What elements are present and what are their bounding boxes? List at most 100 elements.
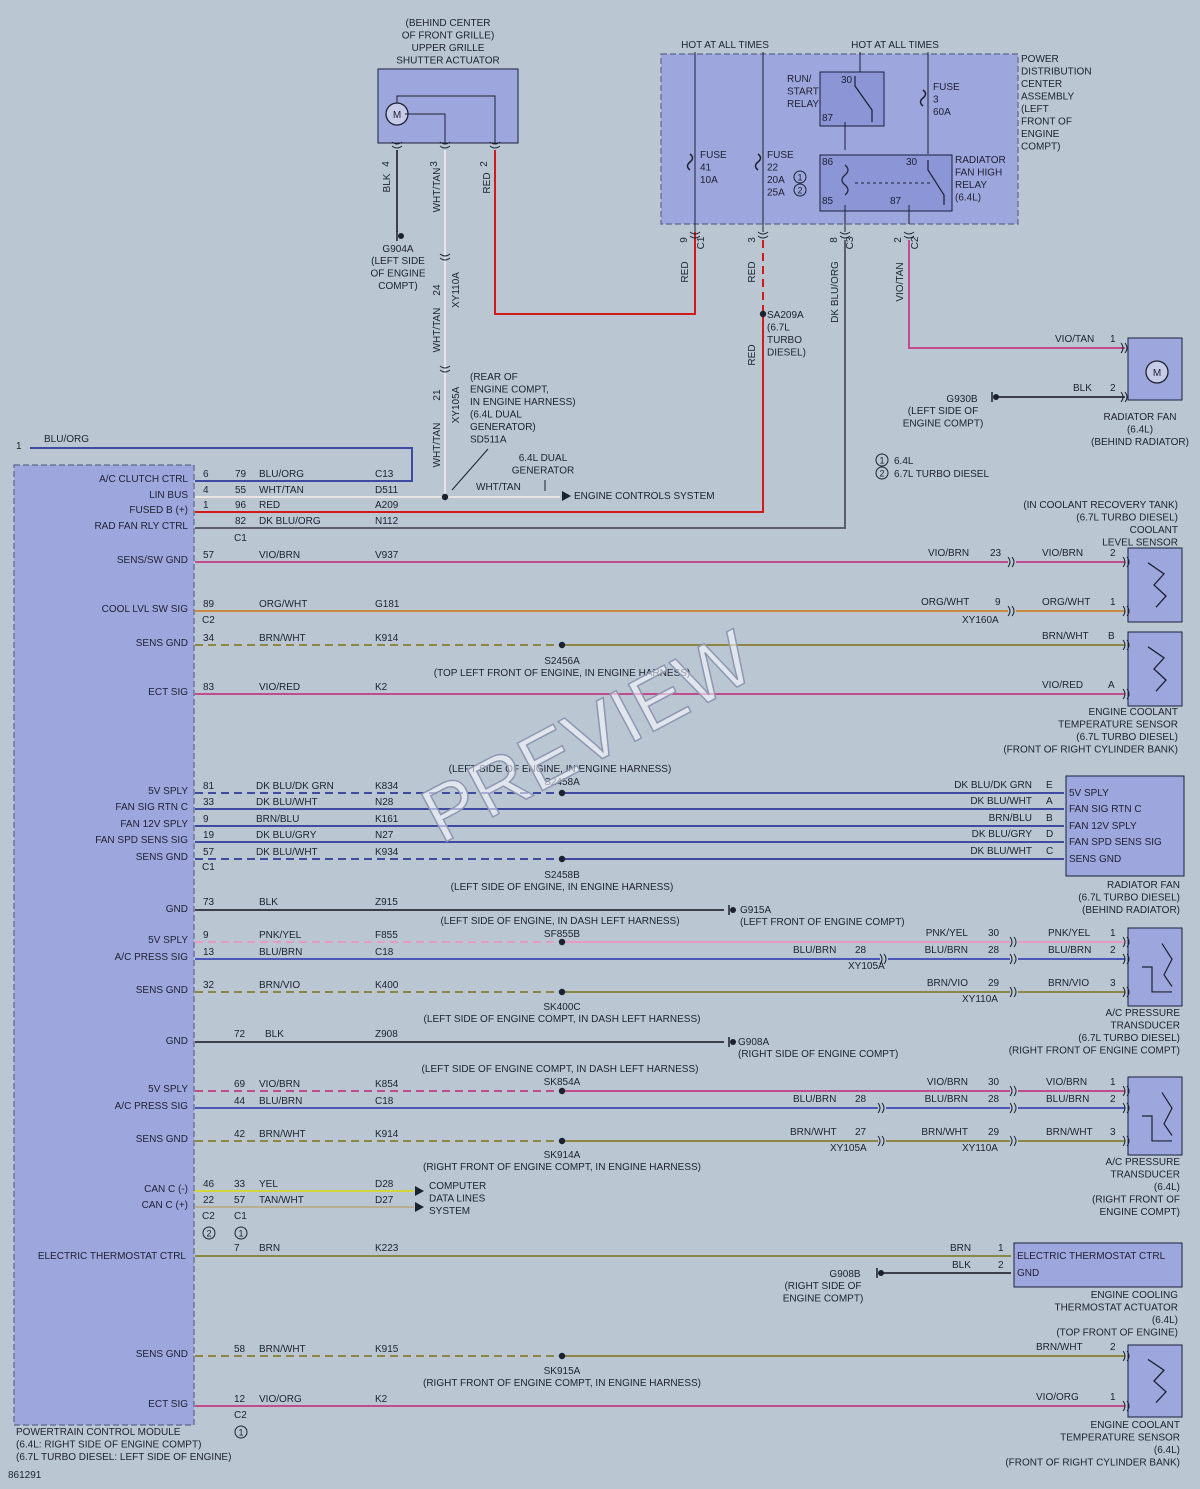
wire-color-label: BLU/BRN xyxy=(259,1096,302,1107)
blk-label: BLK xyxy=(1073,383,1092,394)
relay-coil-icon xyxy=(841,164,849,196)
whttan-label: WHT/TAN xyxy=(432,308,443,353)
rad-fan-rly-ctrl-wire xyxy=(195,240,846,529)
xy105a-label: XY105A xyxy=(848,961,885,972)
sk854a-splice-dot xyxy=(558,1087,566,1095)
grille-pin-connector xyxy=(391,141,403,145)
fan-relay-label: RELAY xyxy=(955,180,987,191)
circuit-label: F855 xyxy=(375,930,398,941)
grille-whttan-label: WHT/TAN xyxy=(432,168,443,213)
sd511a-splice-note: (6.4L DUAL xyxy=(470,410,522,421)
xy110a-connector xyxy=(439,253,451,257)
xy160a-connector xyxy=(1011,556,1015,568)
grille-pin: 3 xyxy=(429,161,440,167)
radiator-fan-motor-icon: M xyxy=(1153,368,1161,379)
pdc-connector xyxy=(903,235,915,239)
s2458b-splice-dot xyxy=(558,855,566,863)
s2456a-note: (TOP LEFT FRONT OF ENGINE, IN ENGINE HAR… xyxy=(434,668,691,679)
ac-transducer-67-box xyxy=(1161,943,1173,987)
wire-color-label: DK BLU/GRY xyxy=(972,829,1033,840)
wire-color-label: ORG/WHT xyxy=(1042,597,1090,608)
g908b-label: G908B xyxy=(829,1269,860,1280)
fan-box-pin-label: SENS GND xyxy=(1069,854,1121,865)
circuit-label: K854 xyxy=(375,1079,399,1090)
vio-tan-wire xyxy=(908,240,1125,349)
sa209a-splice-note: SA209A xyxy=(767,310,804,321)
ac-transducer-67-box xyxy=(1127,927,1183,1007)
wire-color-label: DK BLU/WHT xyxy=(970,846,1032,857)
pin-label: 34 xyxy=(203,633,215,644)
xy105a-connector xyxy=(883,953,887,965)
run-start-relay-label: START xyxy=(787,87,819,98)
pin-label: 22 xyxy=(203,1195,215,1206)
vio-tan-label: VIO/TAN xyxy=(1055,334,1094,345)
xy105a-label: XY105A xyxy=(451,386,462,423)
sensor-connector xyxy=(1126,1350,1130,1362)
wire-color-label: DK BLU/GRY xyxy=(256,830,317,841)
xy105a-connector xyxy=(881,1135,885,1147)
grille-motor-icon: M xyxy=(393,110,401,121)
ac-transducer-67-title: (RIGHT FRONT OF ENGINE COMPT) xyxy=(1009,1046,1180,1057)
sk915a-splice-dot xyxy=(558,1352,566,1360)
xy110a-connector xyxy=(1009,1085,1013,1097)
circuit-label: V937 xyxy=(375,550,399,561)
g904a-note: (LEFT SIDE xyxy=(371,256,425,267)
s2458b-note: (LEFT SIDE OF ENGINE, IN ENGINE HARNESS) xyxy=(451,882,674,893)
wire-color-label: VIO/ORG xyxy=(259,1394,302,1405)
pcm-pin-label: CAN C (-) xyxy=(144,1184,188,1195)
red-wire-label: RED xyxy=(747,261,758,282)
wire-color-label: BLU/BRN xyxy=(925,945,968,956)
sensor-connector xyxy=(1122,1350,1126,1362)
pdc-connector xyxy=(757,231,769,235)
pin-label: 1 xyxy=(1110,928,1116,939)
coolant-level-sensor-title: (IN COOLANT RECOVERY TANK) xyxy=(1023,500,1178,511)
xy105a-label: XY105A xyxy=(830,1143,867,1154)
circuit-label: N28 xyxy=(375,797,394,808)
grille-pin: 4 xyxy=(381,161,392,167)
ect-64-title: (FRONT OF RIGHT CYLINDER BANK) xyxy=(1005,1458,1180,1469)
fuse-icon xyxy=(919,89,927,107)
ect-64-sensor-box xyxy=(1127,1344,1183,1418)
pin-label: 96 xyxy=(235,500,247,511)
pcm-module-box xyxy=(13,464,195,1426)
pin-label: 2 xyxy=(1110,1094,1116,1105)
pcm-pin-label: ECT SIG xyxy=(148,1399,188,1410)
wire-color-label: BRN/WHT xyxy=(790,1127,837,1138)
pdc-badge: 1 xyxy=(797,173,802,183)
xy110a-connector xyxy=(1013,1135,1017,1147)
fan-box-pin-label: FAN 12V SPLY xyxy=(1069,821,1137,832)
ac-transducer-64-title: ENGINE COMPT) xyxy=(1099,1207,1180,1218)
wire-color-label: VIO/BRN xyxy=(927,1077,968,1088)
run-start-relay-label: RELAY xyxy=(787,99,819,110)
pin-label: 32 xyxy=(203,980,215,991)
relay-contact xyxy=(927,160,945,205)
pin-label: 69 xyxy=(234,1079,246,1090)
wire-color-label: BLU/BRN xyxy=(1046,1094,1089,1105)
radfan-connector xyxy=(1124,342,1128,354)
wire-color-label: WHT/TAN xyxy=(259,485,304,496)
sensor-connector xyxy=(1126,688,1130,700)
xy110a-connector xyxy=(1009,1135,1013,1147)
ect-67-title: (6.7L TURBO DIESEL) xyxy=(1076,732,1178,743)
sensor-connector xyxy=(1122,936,1126,948)
fan-box-pin-label: 5V SPLY xyxy=(1069,788,1109,799)
circuit-label: N27 xyxy=(375,830,394,841)
engine-controls-arrow xyxy=(562,491,571,501)
circuit-label: K2 xyxy=(375,682,388,693)
preview-watermark: PREVIEW xyxy=(408,613,767,860)
pcm-pin-label: SENS/SW GND xyxy=(117,555,188,566)
pin-label: 28 xyxy=(988,945,1000,956)
circuit-label: D511 xyxy=(375,485,399,496)
wire-color-label: VIO/RED xyxy=(259,682,300,693)
pcm-pin-label: 5V SPLY xyxy=(148,1084,188,1095)
coolant-level-sensor-title: COOLANT xyxy=(1130,525,1178,536)
wire-color-label: VIO/BRN xyxy=(928,548,969,559)
pcm-pin-label: SENS GND xyxy=(136,985,188,996)
fuse-3-label: 3 xyxy=(933,95,939,106)
pcm-title: (6.7L TURBO DIESEL: LEFT SIDE OF ENGINE) xyxy=(16,1452,231,1463)
g904a-label: G904A xyxy=(382,244,413,255)
ect-64-title: (6.4L) xyxy=(1154,1445,1180,1456)
ect-badge xyxy=(234,1425,248,1439)
pin-label: 29 xyxy=(988,978,1000,989)
ac-transducer-64-box xyxy=(1127,1076,1183,1156)
